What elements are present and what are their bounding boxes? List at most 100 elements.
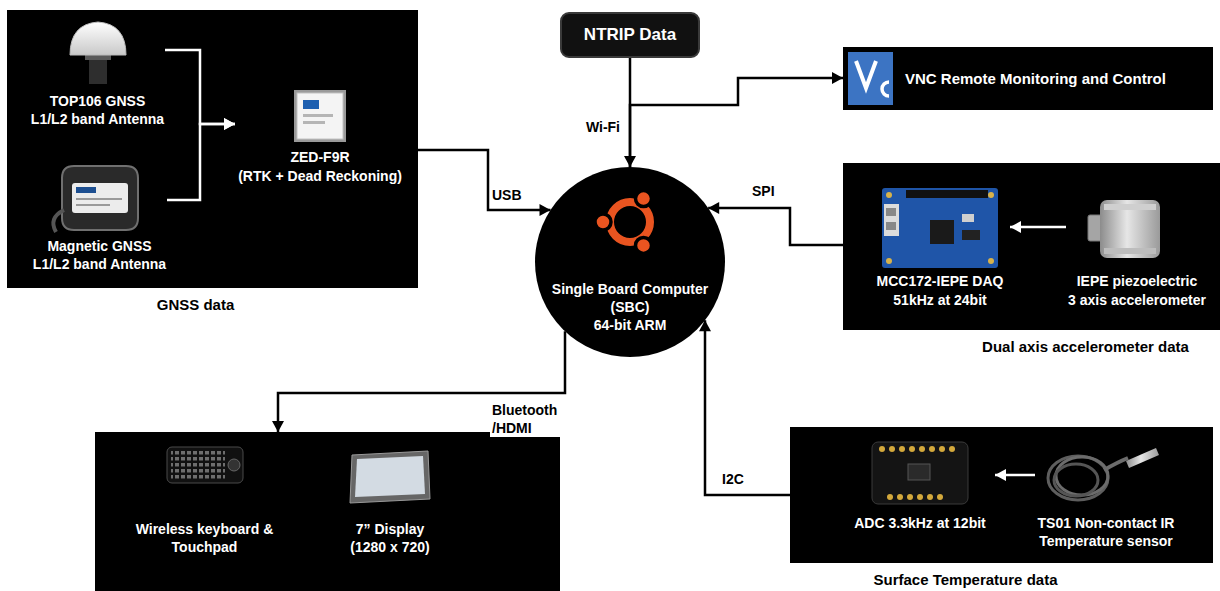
- connector-line: [705, 320, 790, 495]
- ir-sensor-icon: [1104, 458, 1128, 470]
- ir-sensor-icon: [1126, 448, 1159, 468]
- connector-arrow: [699, 320, 790, 495]
- connector-arrow: [165, 50, 235, 130]
- connector-arrow: [167, 118, 235, 200]
- node-label: 7” Display (1280 x 720): [340, 520, 440, 556]
- connector-line: [165, 50, 235, 124]
- vnc-logo: [882, 82, 889, 96]
- adc-board-icon: [897, 494, 903, 500]
- arrowhead: [224, 118, 235, 130]
- node-label: ZED-F9R: [235, 148, 405, 166]
- accelerometer-icon: [1100, 200, 1160, 258]
- gnss-module-chip: [294, 90, 346, 142]
- adc-board-icon: [949, 446, 955, 452]
- adc-board-icon: [879, 446, 885, 452]
- daq-board-icon: [882, 188, 998, 268]
- ubuntu-logo: [636, 191, 652, 207]
- ubuntu-logo: [595, 191, 652, 254]
- connector-label: USB: [490, 186, 534, 204]
- daq-board-icon: [962, 230, 980, 240]
- adc-board-icon: [872, 442, 968, 504]
- connector-label: I2C: [720, 470, 758, 488]
- adc-board-icon: [917, 494, 923, 500]
- connector-line: [167, 124, 235, 200]
- daq-board-icon: [886, 258, 892, 264]
- connector-arrow: [418, 150, 550, 216]
- connector-arrow: [1010, 221, 1066, 233]
- magnetic-antenna-icon: [76, 187, 96, 193]
- connector-line: [630, 78, 843, 167]
- display-icon: [350, 451, 430, 503]
- gnss-module-chip: [303, 100, 319, 109]
- connector-arrow: [995, 469, 1035, 481]
- arrowhead: [708, 202, 719, 214]
- connector-label: Wi-Fi: [562, 118, 622, 136]
- daq-board-icon: [988, 258, 994, 264]
- temperature-panel: Surface Temperature dataADC 3.3kHz at 12…: [790, 427, 1213, 563]
- magnetic-antenna-icon: [62, 166, 138, 230]
- magnetic-antenna-icon: [53, 210, 64, 232]
- adc-board-icon: [927, 494, 933, 500]
- accelerometer-icon: [1104, 248, 1156, 254]
- connector-arrow: [708, 202, 843, 245]
- input-output-panel: Wireless keyboard & Touchpad 7” Display (…: [95, 432, 560, 591]
- node-label: IEPE piezoelectric: [1066, 272, 1208, 290]
- connector-line: [418, 150, 550, 210]
- ir-sensor-icon: [1048, 456, 1108, 500]
- vnc-logo: [848, 52, 893, 105]
- arrowhead: [272, 421, 284, 432]
- adc-board-icon: [919, 446, 925, 452]
- keyboard-icon: [167, 447, 243, 483]
- daq-board-icon: [962, 214, 974, 222]
- adc-board-icon: [872, 442, 968, 504]
- node-label: ADC 3.3kHz at 12bit: [845, 514, 995, 532]
- node-label: 3 axis accelerometer: [1066, 291, 1208, 309]
- display-icon: [350, 451, 430, 503]
- panel-heading: Dual axis accelerometer data: [982, 338, 1189, 356]
- display-icon: [355, 456, 425, 497]
- magnetic-antenna-icon: [76, 198, 122, 200]
- vnc-logo: [856, 61, 876, 88]
- adc-board-icon: [939, 446, 945, 452]
- connector-line: [278, 331, 565, 432]
- node-label: MCC172-IEPE DAQ: [870, 272, 1010, 290]
- node-label: VNC Remote Monitoring and Control: [905, 70, 1166, 88]
- daq-board-icon: [886, 208, 896, 216]
- daq-board-icon: [930, 220, 954, 244]
- daq-board-icon: [882, 188, 998, 268]
- computer-circle: Single Board Computer (SBC)64-bit ARM: [535, 167, 725, 357]
- gnss-antenna-icon: [89, 58, 107, 84]
- keyboard-icon: [228, 459, 240, 471]
- gnss-antenna-icon: [70, 22, 126, 55]
- arrowhead: [539, 204, 550, 216]
- keyboard-icon: [167, 447, 243, 483]
- node-label: Wireless keyboard & Touchpad: [132, 520, 277, 556]
- gnss-module-chip: [303, 114, 333, 117]
- gnss-panel: GNSS dataTOP106 GNSS L1/L2 band AntennaM…: [7, 10, 418, 288]
- remote-box: VNC Remote Monitoring and Control: [843, 47, 1213, 110]
- adc-board-icon: [907, 494, 913, 500]
- daq-board-icon: [988, 192, 994, 198]
- arrowhead: [995, 469, 1006, 481]
- arrowhead: [699, 320, 711, 331]
- adc-board-icon: [908, 464, 930, 480]
- node-label: Single Board Computer (SBC): [545, 280, 715, 316]
- magnetic-antenna-icon: [72, 183, 128, 213]
- panel-heading: Surface Temperature data: [874, 571, 1058, 589]
- ir-sensor-icon: [1054, 464, 1098, 496]
- node-label: NTRIP Data: [584, 26, 676, 44]
- magnetic-antenna-icon: [53, 166, 138, 232]
- connector-line: [708, 208, 843, 245]
- ubuntu-logo: [595, 214, 611, 230]
- connector-label: SPI: [750, 182, 788, 200]
- magnetic-antenna-icon: [76, 204, 110, 206]
- vnc-logo: [848, 52, 893, 105]
- arrowhead: [832, 72, 843, 84]
- connector-label: Bluetooth /HDMI: [490, 401, 566, 437]
- arrowhead: [224, 118, 235, 130]
- adc-board-icon: [909, 446, 915, 452]
- gnss-module-chip: [303, 121, 325, 124]
- node-label: 64-bit ARM: [545, 316, 715, 334]
- daq-board-icon: [886, 222, 896, 230]
- adc-board-icon: [899, 446, 905, 452]
